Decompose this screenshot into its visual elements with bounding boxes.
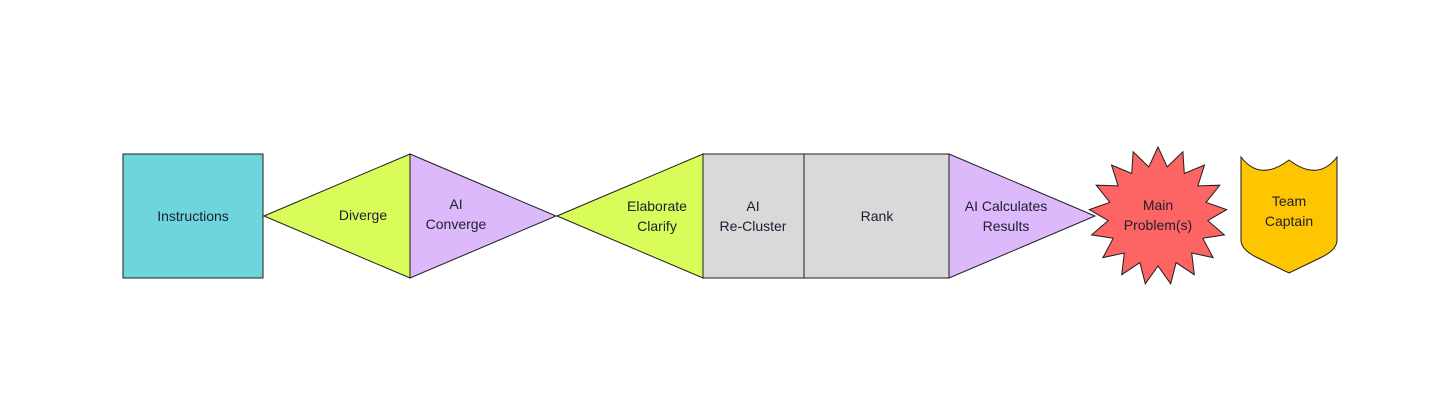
ai-converge-label-1: AI: [449, 196, 462, 212]
ai-recluster-label-2: Re-Cluster: [720, 218, 787, 234]
instructions-box[interactable]: [122, 153, 264, 279]
ai-calculates-label-1: AI Calculates: [965, 198, 1047, 214]
ai-converge-triangle[interactable]: [409, 153, 558, 279]
elaborate-triangle[interactable]: [555, 153, 704, 279]
team-captain-label-1: Team: [1272, 193, 1306, 209]
diverge-triangle[interactable]: [262, 153, 411, 279]
ai-calculates-triangle[interactable]: [948, 153, 1097, 279]
main-problem-label-2: Problem(s): [1124, 217, 1192, 233]
instructions-label: Instructions: [157, 208, 229, 224]
rank-label: Rank: [861, 208, 895, 224]
elaborate-label-1: Elaborate: [627, 198, 687, 214]
team-captain-label-2: Captain: [1265, 213, 1313, 229]
main-problem-label-1: Main: [1143, 197, 1173, 213]
ai-recluster-box[interactable]: [702, 153, 805, 279]
team-captain-shield[interactable]: [1240, 155, 1338, 274]
elaborate-label-2: Clarify: [637, 218, 677, 234]
ai-calculates-label-2: Results: [983, 218, 1030, 234]
rank-box[interactable]: [803, 153, 950, 279]
main-problem-starburst[interactable]: [1088, 145, 1228, 285]
ai-converge-label-2: Converge: [426, 216, 487, 232]
ai-recluster-label-1: AI: [746, 198, 759, 214]
diverge-label: Diverge: [339, 207, 387, 223]
